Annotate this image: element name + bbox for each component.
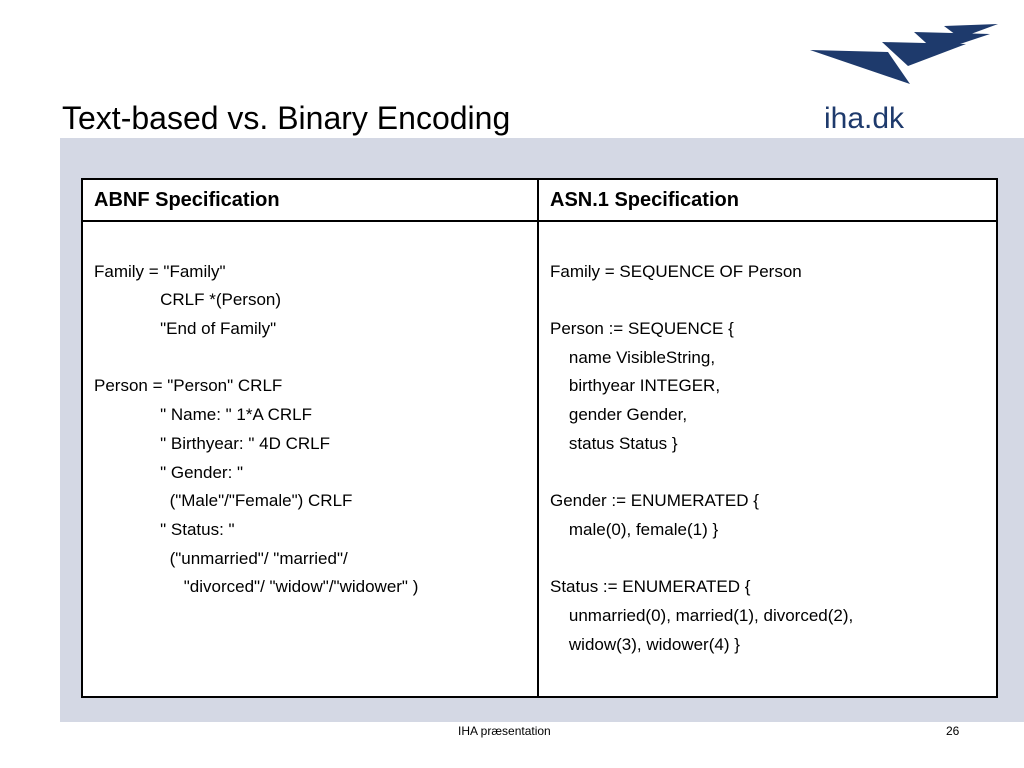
abnf-line: Family = "Family" [94, 261, 226, 281]
asn1-header: ASN.1 Specification [537, 178, 998, 222]
asn1-line: gender Gender, [550, 405, 688, 425]
page-number: 26 [946, 724, 960, 738]
abnf-line: ("unmarried"/ "married"/ [94, 548, 348, 568]
iha-wing-logo-icon [810, 24, 998, 84]
abnf-cell: Family = "Family" CRLF *(Person) "End of… [81, 220, 539, 698]
footer-text: IHA præsentation [458, 724, 551, 738]
asn1-line [550, 286, 996, 315]
abnf-line: " Status: " [94, 519, 235, 539]
asn1-line: widow(3), widower(4) } [550, 634, 740, 654]
abnf-line: " Gender: " [94, 462, 244, 482]
asn1-line [550, 459, 996, 488]
abnf-header: ABNF Specification [81, 178, 539, 222]
abnf-line: " Name: " 1*A CRLF [94, 405, 313, 425]
asn1-line: birthyear INTEGER, [550, 376, 721, 396]
logo-text: iha.dk [824, 102, 905, 135]
asn1-line: male(0), female(1) } [550, 519, 719, 539]
abnf-line: ("Male"/"Female") CRLF [94, 491, 353, 511]
abnf-code: Family = "Family" CRLF *(Person) "End of… [83, 222, 537, 602]
asn1-line [550, 545, 996, 574]
asn1-line: name VisibleString, [550, 347, 716, 367]
table-header-row: ABNF Specification ASN.1 Specification [81, 178, 998, 222]
asn1-line: Person := SEQUENCE { [550, 319, 734, 339]
asn1-line: Family = SEQUENCE OF Person [550, 261, 802, 281]
asn1-line: Gender := ENUMERATED { [550, 491, 759, 511]
abnf-line: " Birthyear: " 4D CRLF [94, 433, 330, 453]
abnf-line [94, 344, 537, 373]
asn1-line: Status := ENUMERATED { [550, 577, 751, 597]
abnf-line: Person = "Person" CRLF [94, 376, 283, 396]
abnf-line: "divorced"/ "widow"/"widower" ) [94, 577, 419, 597]
spec-table: ABNF Specification ASN.1 Specification F… [81, 178, 998, 698]
asn1-line: unmarried(0), married(1), divorced(2), [550, 605, 854, 625]
iha-logo: iha.dk [810, 22, 1002, 134]
abnf-line: "End of Family" [94, 319, 277, 339]
table-body-row: Family = "Family" CRLF *(Person) "End of… [81, 220, 998, 698]
slide-title: Text-based vs. Binary Encoding [62, 100, 511, 136]
abnf-line: CRLF *(Person) [94, 290, 282, 310]
asn1-line: status Status } [550, 433, 678, 453]
